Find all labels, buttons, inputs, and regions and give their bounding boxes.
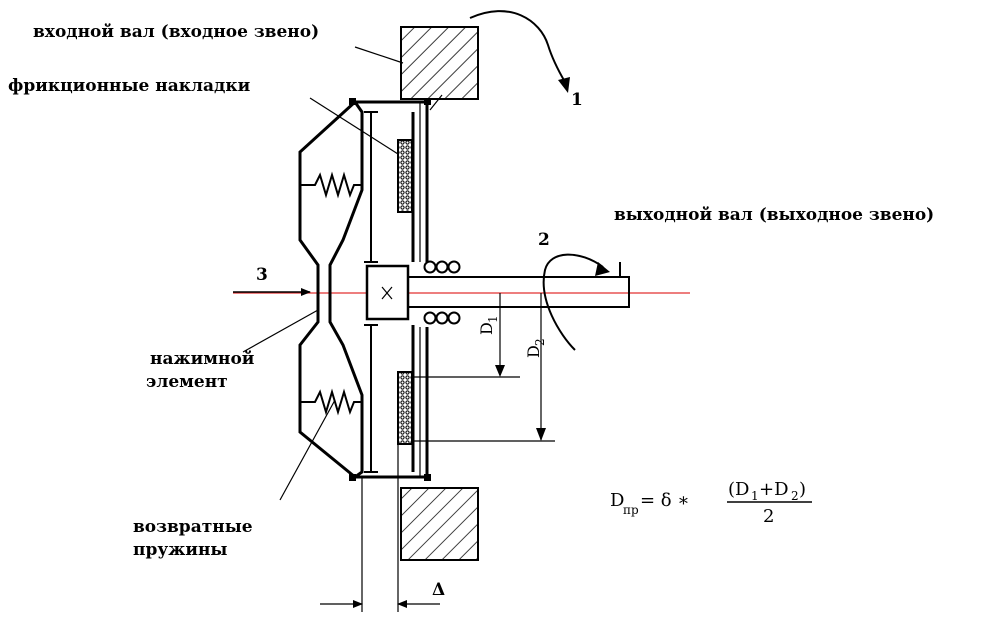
marker-2: 2 <box>538 230 550 250</box>
svg-text:1: 1 <box>486 315 500 323</box>
svg-text:(D: (D <box>728 479 749 500</box>
pressure-element <box>298 100 364 479</box>
rotation-arrow-1-head <box>558 77 570 93</box>
bearings <box>423 260 461 325</box>
leader-lines <box>242 46 443 501</box>
hub-cross-icon <box>381 286 393 300</box>
dimension-d2 <box>412 293 555 442</box>
friction-lining-bottom <box>397 371 413 445</box>
label-d2: D 2 <box>524 338 547 358</box>
svg-text:): ) <box>799 479 806 500</box>
return-spring-top <box>300 171 362 199</box>
label-pressure-element-2: элемент <box>146 372 228 392</box>
svg-text:D: D <box>524 345 543 358</box>
label-output-shaft: выходной вал (выходное звено) <box>614 205 934 225</box>
input-shaft-block-top <box>400 26 479 100</box>
input-shaft-block-bottom <box>400 487 479 561</box>
marker-1: 1 <box>571 90 583 110</box>
dimension-d1 <box>412 293 520 378</box>
marker-3: 3 <box>256 265 268 285</box>
label-return-springs-1: возвратные <box>133 517 253 537</box>
svg-text:= δ ∗: = δ ∗ <box>640 490 690 511</box>
clutch-housing <box>349 98 431 481</box>
rotation-arrow-2 <box>542 253 604 351</box>
svg-text:1: 1 <box>751 489 759 503</box>
label-d1: D 1 <box>477 315 500 335</box>
label-input-shaft: входной вал (входное звено) <box>33 22 319 42</box>
label-friction-linings: фрикционные накладки <box>8 76 251 96</box>
svg-text:+D: +D <box>759 479 789 500</box>
return-spring-bottom <box>300 388 362 416</box>
marker-delta: Δ <box>432 580 445 600</box>
svg-text:2: 2 <box>791 489 799 503</box>
svg-text:2: 2 <box>763 506 774 527</box>
label-return-springs-2: пружины <box>133 540 227 560</box>
svg-text:D: D <box>477 322 496 335</box>
svg-text:D: D <box>610 490 624 511</box>
svg-text:2: 2 <box>533 338 547 346</box>
svg-text:пр: пр <box>623 503 639 517</box>
rotation-arrow-2-head <box>595 262 610 276</box>
label-pressure-element-1: нажимной <box>150 349 255 369</box>
rotation-arrow-1 <box>469 10 566 83</box>
output-shaft <box>408 262 630 308</box>
friction-lining-top <box>397 139 413 213</box>
dimension-delta <box>320 444 440 612</box>
formula: D пр = δ ∗ (D 1 +D 2 ) 2 <box>610 479 812 527</box>
